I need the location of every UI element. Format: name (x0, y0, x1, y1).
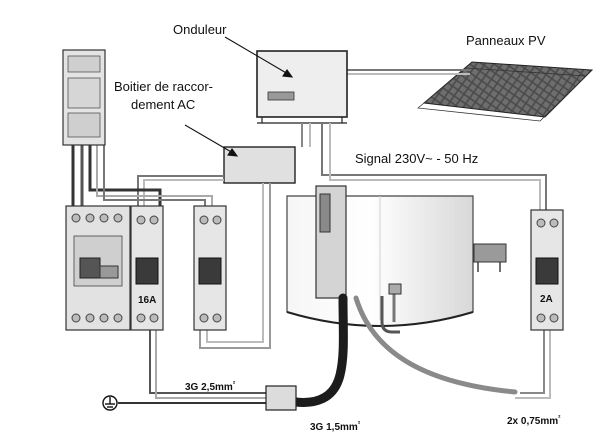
pv-cable (347, 69, 470, 75)
label-cable-signal: 2x 0,75mm² (507, 415, 561, 427)
auxiliary-breaker (193, 205, 227, 331)
breaker-16a-label: 16A (138, 295, 156, 306)
label-signal: Signal 230V~ - 50 Hz (355, 151, 478, 166)
main-differential-breaker (65, 205, 131, 331)
energy-meter-icon (62, 49, 106, 146)
solar-panel-grid-icon (417, 61, 594, 122)
ac-wiring (71, 123, 551, 404)
label-onduleur: Onduleur (173, 22, 227, 37)
signal-control-cable (353, 295, 518, 395)
inverter-box-icon (256, 50, 348, 124)
water-heater-tank (286, 185, 507, 334)
label-boitier-line1: Boitier de raccor- (114, 79, 213, 94)
ground-symbol-icon (102, 395, 118, 411)
label-arrows (184, 36, 294, 157)
label-panneaux-pv: Panneaux PV (466, 33, 546, 48)
label-cable-main: 3G 2,5mm² (185, 381, 236, 393)
breaker-2a-label: 2A (540, 294, 553, 305)
label-cable-boiler: 3G 1,5mm² (310, 421, 361, 433)
label-boitier-line2: dement AC (131, 97, 195, 112)
boiler-supply-cable (291, 293, 348, 407)
breaker-16a (130, 205, 164, 331)
breaker-2a (530, 209, 564, 331)
cable-junction-box (265, 385, 297, 411)
ac-junction-box (223, 146, 296, 184)
